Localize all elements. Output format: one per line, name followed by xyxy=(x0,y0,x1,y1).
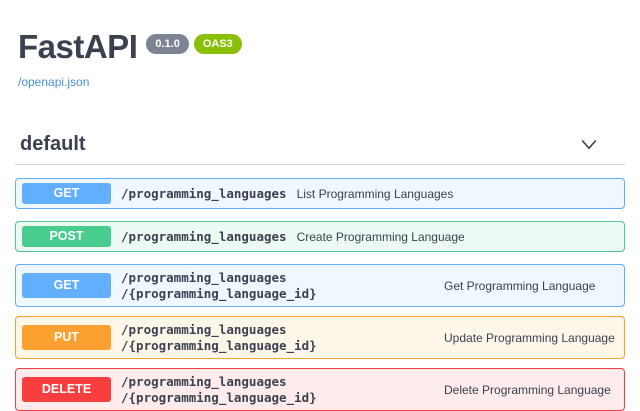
operation-row-get-list[interactable]: GET /programming_languages List Programm… xyxy=(15,178,625,209)
operation-description: Delete Programming Language xyxy=(444,382,611,397)
version-badge: 0.1.0 xyxy=(146,34,189,54)
operation-path: /programming_languages/{programming_lang… xyxy=(121,322,434,354)
operation-description: Get Programming Language xyxy=(444,278,596,293)
operation-path: /programming_languages xyxy=(121,186,287,202)
tag-header[interactable]: default xyxy=(15,133,625,165)
title-row: FastAPI 0.1.0 OAS3 xyxy=(18,30,622,63)
operation-row-get-one[interactable]: GET /programming_languages/{programming_… xyxy=(15,264,625,307)
tag-section-default: default GET /programming_languages List … xyxy=(15,133,625,411)
path-line: /programming_languages xyxy=(121,269,287,285)
operation-description: List Programming Languages xyxy=(296,186,454,201)
openapi-spec-link[interactable]: /openapi.json xyxy=(18,75,90,89)
operation-path: /programming_languages xyxy=(121,229,287,245)
path-line: /programming_languages xyxy=(121,228,287,244)
tag-name: default xyxy=(20,133,86,155)
path-line: /programming_languages xyxy=(121,321,287,337)
method-badge: DELETE xyxy=(22,376,111,403)
operation-path: /programming_languages/{programming_lang… xyxy=(121,374,434,406)
page-title: FastAPI xyxy=(18,28,138,65)
operations-list: GET /programming_languages List Programm… xyxy=(15,178,625,411)
operation-path: /programming_languages/{programming_lang… xyxy=(121,270,434,302)
method-badge: GET xyxy=(22,182,111,205)
method-badge: PUT xyxy=(22,324,111,351)
app-header: FastAPI 0.1.0 OAS3 /openapi.json xyxy=(0,0,640,91)
badges: 0.1.0 OAS3 xyxy=(146,34,242,54)
operation-row-post-create[interactable]: POST /programming_languages Create Progr… xyxy=(15,221,625,252)
operation-description: Update Programming Language xyxy=(444,330,615,345)
path-line: /{programming_language_id} xyxy=(121,337,317,353)
oas3-badge: OAS3 xyxy=(193,34,242,54)
method-badge: GET xyxy=(22,272,111,299)
method-badge: POST xyxy=(22,225,111,248)
path-line: /{programming_language_id} xyxy=(121,389,317,405)
operation-description: Create Programming Language xyxy=(296,229,465,244)
path-line: /{programming_language_id} xyxy=(121,285,317,301)
operation-row-put-update[interactable]: PUT /programming_languages/{programming_… xyxy=(15,316,625,359)
path-line: /programming_languages xyxy=(121,185,287,201)
operation-row-delete[interactable]: DELETE /programming_languages/{programmi… xyxy=(15,368,625,411)
path-line: /programming_languages xyxy=(121,373,287,389)
chevron-down-icon[interactable] xyxy=(581,139,597,151)
